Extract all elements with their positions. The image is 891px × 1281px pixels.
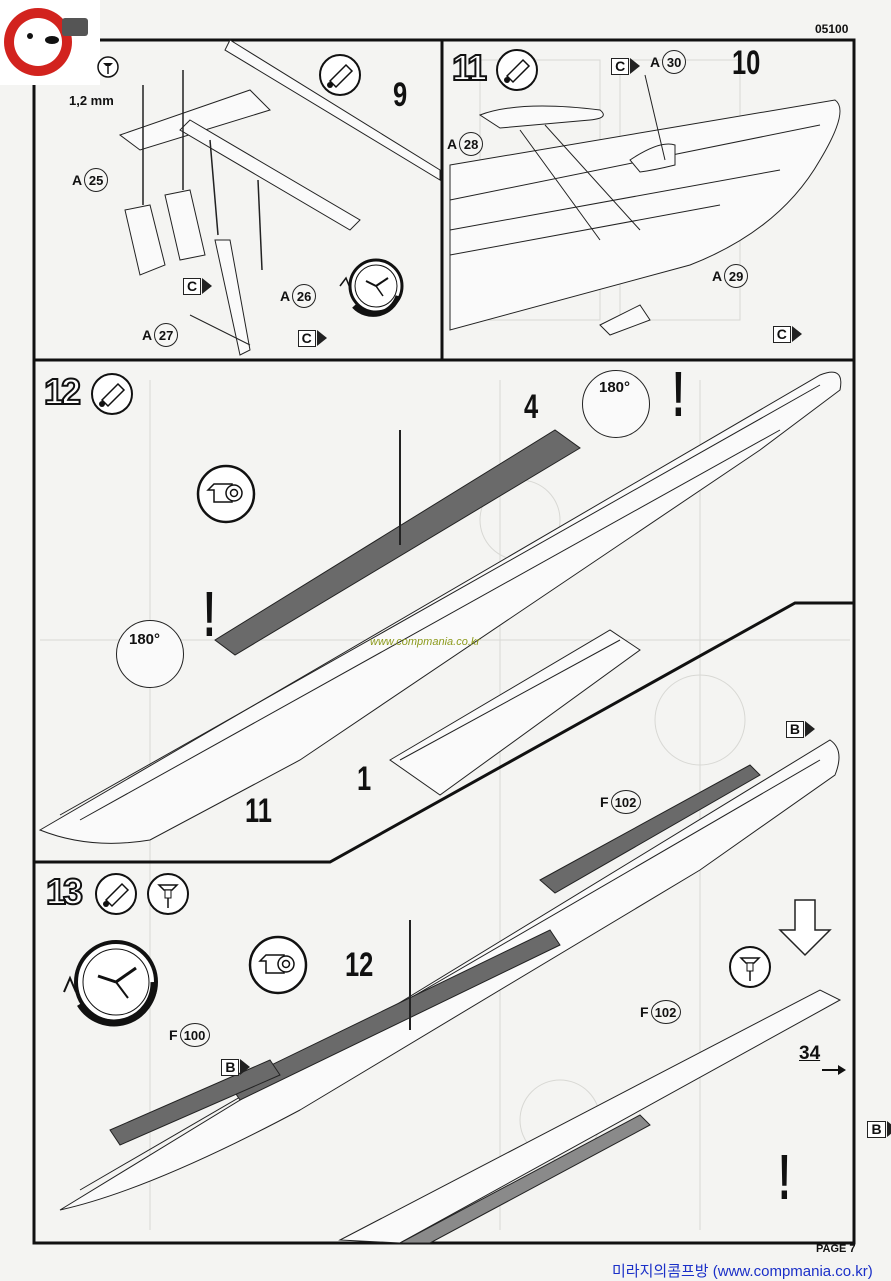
- step9-assembly-art: [118, 39, 441, 356]
- detail-magnifier: 180°: [116, 620, 184, 688]
- detail-magnifier: 180°: [582, 370, 650, 438]
- glue-tube-icon: [318, 53, 362, 102]
- step-number-12: 12: [43, 371, 82, 412]
- paint-flag: B: [867, 1121, 886, 1138]
- part-number-label: 11: [245, 792, 272, 830]
- glue-tube-icon: [495, 48, 539, 97]
- clock-wait-icon: [58, 938, 168, 1043]
- clock-wait-icon: [336, 256, 410, 325]
- drill-icon: [146, 872, 190, 921]
- step-number-13: 13: [45, 871, 84, 912]
- step11-hull-art: [449, 74, 841, 336]
- next-step-reference: 34: [799, 1043, 821, 1064]
- paint-flag: C: [772, 326, 791, 343]
- warning-mark: !: [778, 1141, 791, 1213]
- paint-flag: C: [611, 58, 630, 75]
- warning-mark: !: [203, 578, 216, 650]
- kit-code: 05100: [815, 22, 849, 36]
- part-number-label: 12: [345, 946, 374, 984]
- page-number: PAGE 7: [816, 1243, 856, 1255]
- step12-hull-art: [38, 371, 842, 844]
- paint-flag: B: [785, 721, 805, 738]
- page-frame: [32, 38, 856, 1245]
- rotation-note: 180°: [129, 631, 161, 648]
- drill-size-label: 1,2 mm: [69, 93, 114, 108]
- part-number-label: 10: [732, 44, 761, 82]
- step13-hull-art: [59, 739, 842, 1244]
- paint-flag: C: [297, 330, 316, 347]
- step-number-11: 11: [451, 47, 488, 88]
- paint-flag: C: [183, 278, 202, 295]
- mascot-logo-icon: [4, 8, 88, 76]
- glue-tube-icon: [90, 372, 134, 421]
- tape-icon: [248, 935, 308, 1000]
- part-number-label: 4: [524, 388, 539, 426]
- arrow-right-icon: [822, 1062, 846, 1080]
- part-number-label: 1: [357, 760, 372, 798]
- part-number-label: 9: [393, 76, 408, 114]
- warning-mark: !: [672, 358, 685, 430]
- watermark-text: www.compmania.co.kr: [370, 636, 481, 648]
- source-credit: 미라지의콤프방 (www.compmania.co.kr): [612, 1263, 873, 1280]
- divider-diagonal: [34, 601, 854, 864]
- paint-flag: B: [221, 1059, 240, 1076]
- site-logo: [0, 0, 100, 85]
- drill-icon: [728, 945, 772, 994]
- glue-tube-icon: [94, 872, 138, 921]
- drill-icon: [97, 56, 119, 83]
- tape-icon: [196, 464, 256, 529]
- rotation-note: 180°: [599, 379, 631, 396]
